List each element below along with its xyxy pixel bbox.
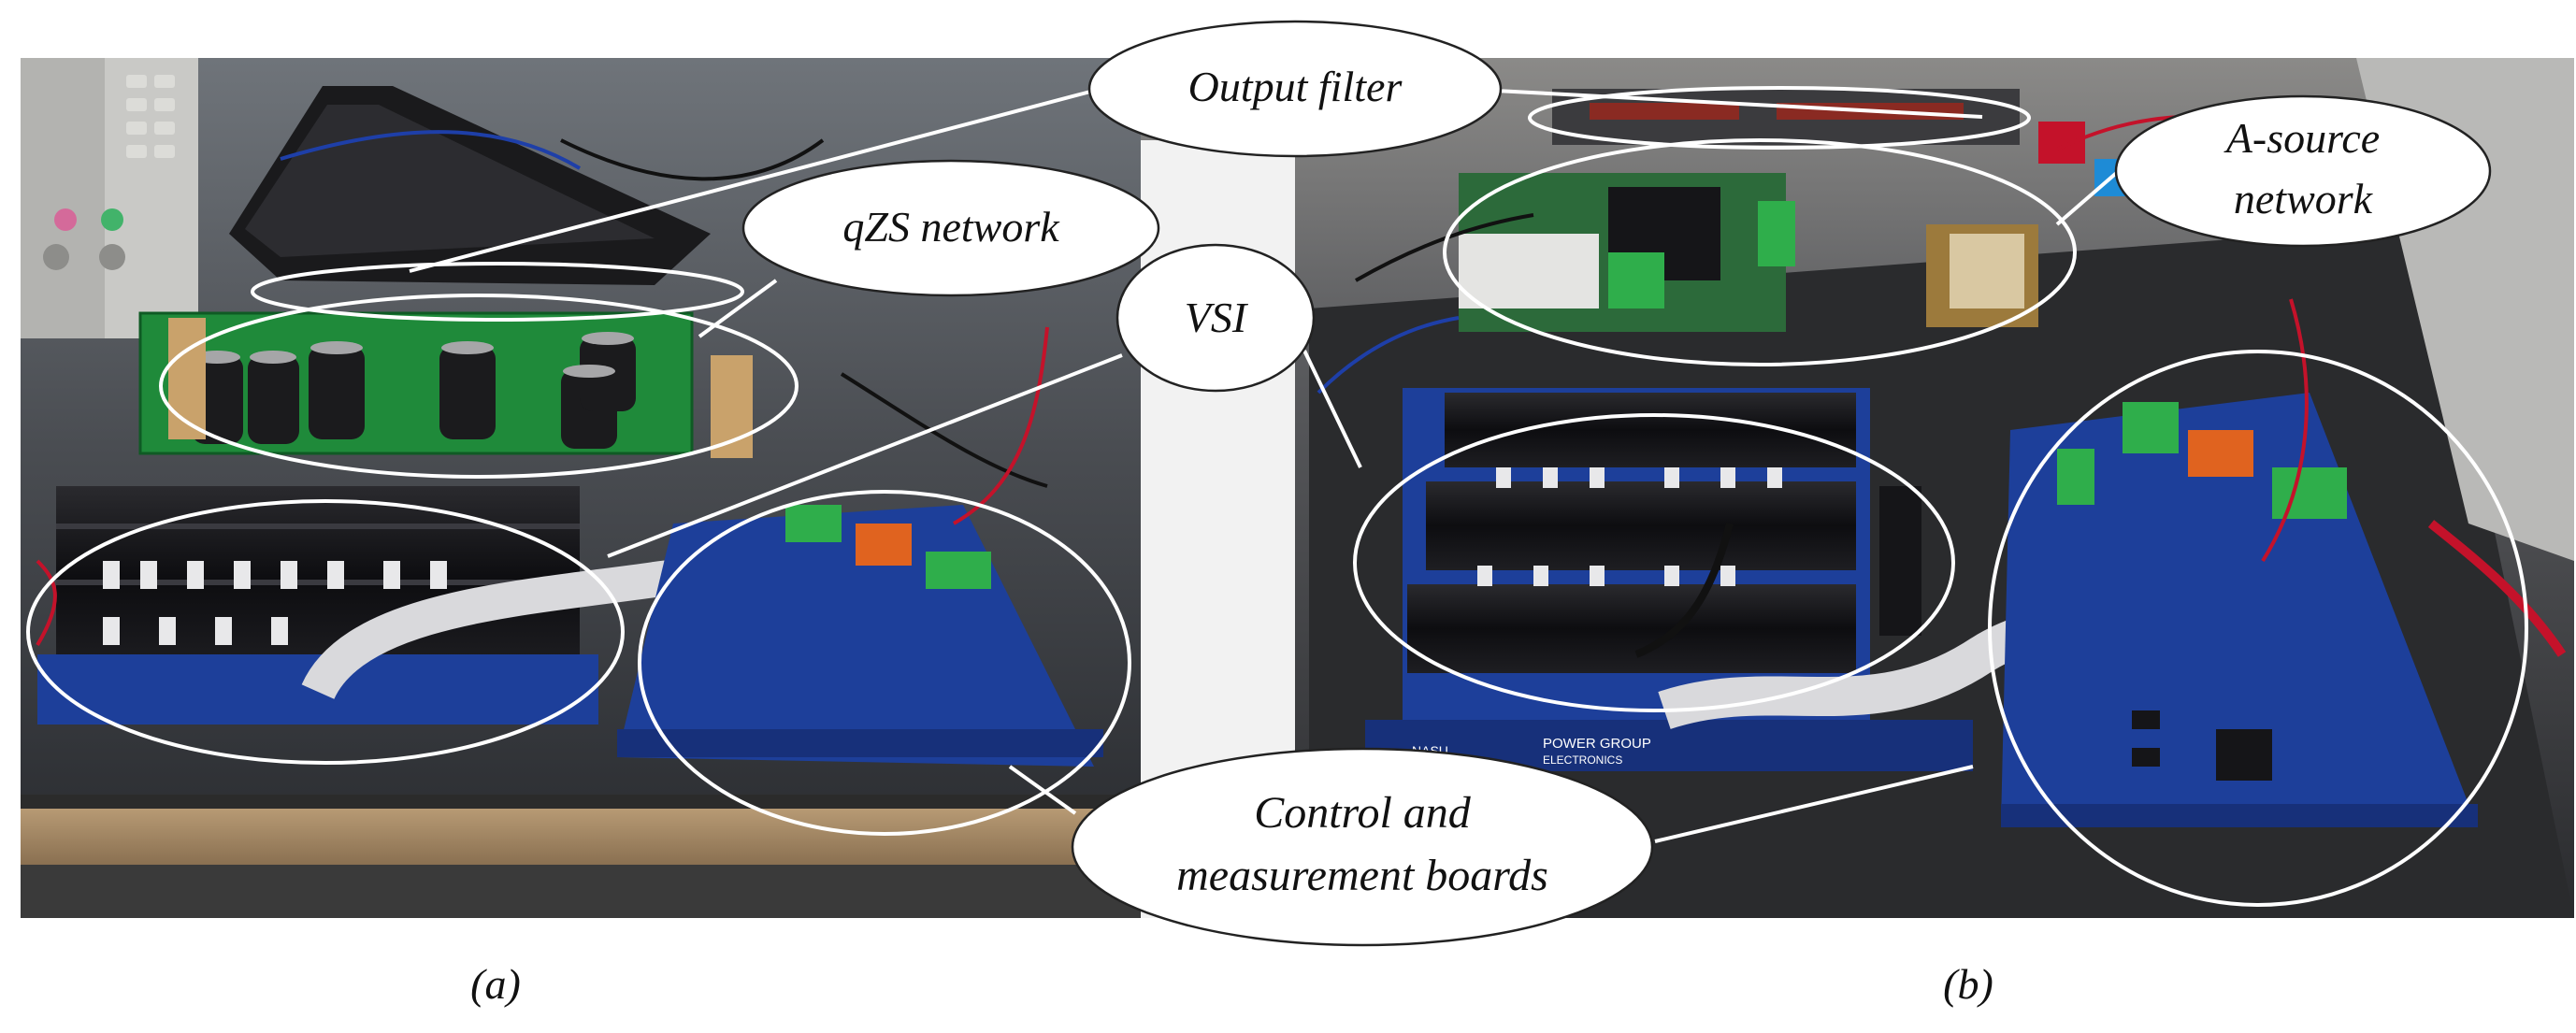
leader-vsi-a — [607, 353, 1123, 558]
caption-a: (a) — [470, 960, 521, 1008]
outline-qzs-network — [159, 294, 799, 479]
control-board-b — [2001, 393, 2478, 827]
leader-qzs — [698, 279, 778, 338]
leader-output-filter-a — [409, 89, 1095, 273]
callout-qzs-network-label: qZS network — [842, 203, 1060, 251]
leader-vsi-b — [1302, 350, 1362, 468]
callout-a-source-line2: network — [2234, 175, 2374, 222]
callout-control-line2: measurement boards — [1176, 851, 1548, 900]
callout-a-source-network: A-source network — [2114, 94, 2492, 248]
callout-control-line1: Control and — [1254, 788, 1472, 838]
board-logo: POWER GROUP — [1543, 736, 1651, 752]
qzs-board — [138, 311, 753, 458]
callout-qzs-network: qZS network — [741, 159, 1160, 297]
table-wood — [21, 809, 1141, 865]
annotations — [26, 86, 2528, 907]
leader-control-b — [1654, 765, 1974, 843]
outline-a-source — [1443, 138, 2077, 366]
callout-vsi: VSI — [1115, 243, 1316, 393]
outline-output-filter-a — [251, 262, 744, 322]
oscilloscope — [21, 58, 198, 338]
control-board-a — [617, 505, 1103, 767]
callout-vsi-label: VSI — [1185, 294, 1249, 341]
wires-b — [1317, 114, 2567, 658]
callout-a-source-line1: A-source — [2223, 114, 2380, 162]
leader-output-filter-b — [1495, 89, 1983, 119]
board-logo-sub: ELECTRONICS — [1543, 753, 1622, 767]
outline-output-filter-b — [1528, 86, 2031, 150]
callout-control-measurement: Control and measurement boards — [1071, 747, 1654, 947]
outline-control-b — [1988, 350, 2528, 907]
outline-vsi-b — [1353, 413, 1955, 712]
a-source-board — [1459, 122, 2141, 332]
wires-a — [36, 130, 1049, 647]
caption-b: (b) — [1943, 960, 1993, 1008]
callout-output-filter-label: Output filter — [1188, 63, 1403, 110]
outline-vsi-a — [26, 499, 625, 765]
outline-control-a — [638, 490, 1131, 836]
leader-control-a — [1008, 765, 1077, 815]
callout-output-filter: Output filter — [1087, 20, 1503, 158]
